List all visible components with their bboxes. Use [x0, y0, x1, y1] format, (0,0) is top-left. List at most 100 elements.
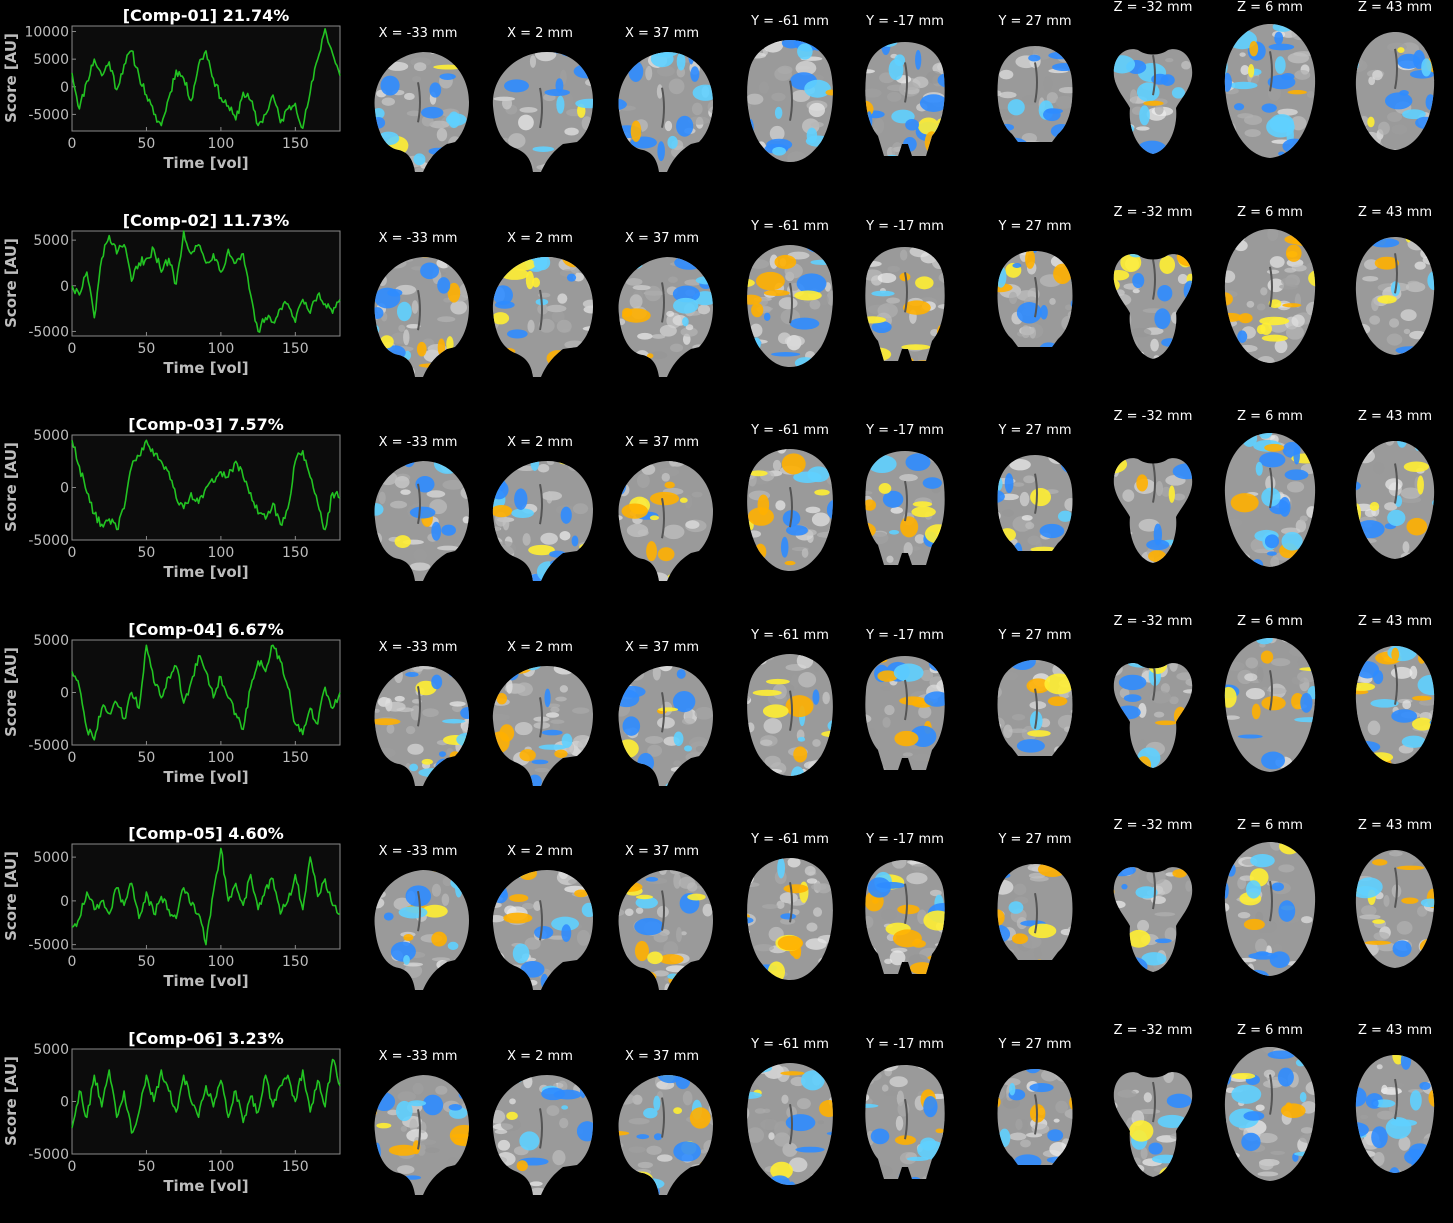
x-tick-label: 100 [208, 341, 235, 357]
brain-slice-image [607, 858, 717, 1008]
slice-coordinate-label: Z = 6 mm [1237, 0, 1303, 15]
slice-coordinate-label: X = 37 mm [624, 639, 700, 655]
brain-slice-image [735, 441, 845, 591]
plot-area [71, 639, 341, 745]
slice-coordinate-label: Y = -17 mm [866, 218, 944, 234]
slice-coordinate-label: X = -33 mm [378, 230, 458, 246]
slice-coordinate-label: Y = 27 mm [998, 14, 1072, 29]
slice-coordinate-label: Y = 27 mm [998, 627, 1072, 643]
slice-coordinate-label: X = -33 mm [378, 639, 458, 655]
x-tick-label: 50 [138, 954, 156, 970]
x-tick-label: 150 [282, 545, 309, 561]
slice-coordinate-label: Z = 43 mm [1357, 818, 1433, 833]
x-axis-label: Time [vol] [163, 768, 248, 786]
x-tick-label: 150 [282, 750, 309, 766]
y-tick-label: -5000 [28, 738, 69, 754]
slice-coordinate-label: Y = -61 mm [751, 423, 829, 438]
brain-slice-image [1098, 834, 1208, 984]
y-tick-label: 5000 [33, 428, 69, 444]
slice-coordinate-label: X = 2 mm [507, 26, 573, 41]
slice-coordinate-label: X = 37 mm [624, 844, 700, 859]
plot-area [71, 25, 341, 132]
brain-slice-image [980, 646, 1090, 796]
y-tick-label: 0 [60, 894, 69, 910]
x-tick-label: 150 [282, 1159, 309, 1175]
brain-slice-image [1340, 16, 1450, 166]
slice-coordinate-label: Z = -32 mm [1113, 204, 1193, 220]
x-tick-label: 100 [208, 750, 235, 766]
brain-slice-image [850, 850, 960, 1000]
x-tick-label: 50 [138, 545, 156, 561]
brain-slice-image [607, 654, 717, 804]
chart-title: [Comp-03] 7.57% [128, 415, 283, 434]
slice-coordinate-label: Y = -61 mm [751, 627, 829, 643]
brain-slice-image [1215, 221, 1325, 371]
x-tick-label: 0 [68, 341, 77, 357]
x-tick-label: 150 [282, 341, 309, 357]
slice-coordinate-label: Z = -32 mm [1113, 613, 1193, 629]
brain-slice-image [735, 646, 845, 796]
brain-slice-image [363, 654, 473, 804]
brain-slice-image [850, 441, 960, 591]
x-axis-label: Time [vol] [163, 154, 248, 172]
plot-area [71, 230, 341, 336]
x-tick-label: 0 [68, 1159, 77, 1175]
chart-title: [Comp-05] 4.60% [128, 824, 283, 843]
slice-coordinate-label: Y = 27 mm [998, 832, 1072, 847]
brain-slice-image [1098, 16, 1208, 166]
y-tick-label: 0 [60, 685, 69, 701]
series-line [71, 439, 341, 531]
x-axis-label: Time [vol] [163, 972, 248, 990]
y-tick-label: 5000 [33, 850, 69, 866]
brain-slice-image [607, 245, 717, 395]
x-tick-label: 0 [68, 750, 77, 766]
brain-slice-image [850, 646, 960, 796]
slice-coordinate-label: Z = -32 mm [1113, 0, 1193, 15]
chart-title: [Comp-01] 21.74% [123, 6, 290, 25]
brain-slice-image [735, 1055, 845, 1205]
series-line [71, 847, 341, 946]
chart-title: [Comp-06] 3.23% [128, 1029, 283, 1048]
x-tick-label: 100 [208, 136, 235, 152]
plot-area [71, 1048, 341, 1154]
brain-slice-image [850, 32, 960, 182]
brain-slice-image [980, 441, 1090, 591]
x-tick-label: 50 [138, 750, 156, 766]
y-tick-label: -5000 [28, 1147, 69, 1163]
y-axis-label: Score [AU] [2, 33, 20, 123]
y-tick-label: 5000 [33, 233, 69, 249]
brain-slice-image [363, 245, 473, 395]
series-line [71, 644, 341, 741]
plot-area [71, 843, 341, 950]
brain-slice-image [363, 40, 473, 190]
slice-coordinate-label: Z = -32 mm [1113, 1022, 1193, 1038]
slice-coordinate-label: Y = -17 mm [866, 832, 944, 847]
slice-coordinate-label: Y = -17 mm [866, 14, 944, 29]
brain-slice-image [1340, 630, 1450, 780]
slice-coordinate-label: X = 37 mm [624, 435, 700, 450]
x-tick-label: 50 [138, 1159, 156, 1175]
brain-slice-image [1098, 1039, 1208, 1189]
slice-coordinate-label: Z = 6 mm [1237, 613, 1303, 629]
slice-coordinate-label: Y = -61 mm [751, 832, 829, 847]
slice-coordinate-label: Y = 27 mm [998, 423, 1072, 438]
chart-title: [Comp-04] 6.67% [128, 620, 283, 639]
brain-slice-image [485, 449, 595, 599]
y-tick-label: 5000 [33, 633, 69, 649]
slice-coordinate-label: X = 2 mm [507, 639, 573, 655]
brain-slice-image [485, 858, 595, 1008]
series-line [71, 1058, 341, 1134]
brain-slice-image [1098, 630, 1208, 780]
brain-slice-image [980, 237, 1090, 387]
y-tick-label: 0 [60, 278, 69, 294]
brain-slice-image [1215, 16, 1325, 166]
slice-coordinate-label: Z = -32 mm [1113, 818, 1193, 833]
brain-slice-image [980, 1055, 1090, 1205]
x-tick-label: 100 [208, 954, 235, 970]
series-line [71, 229, 341, 333]
